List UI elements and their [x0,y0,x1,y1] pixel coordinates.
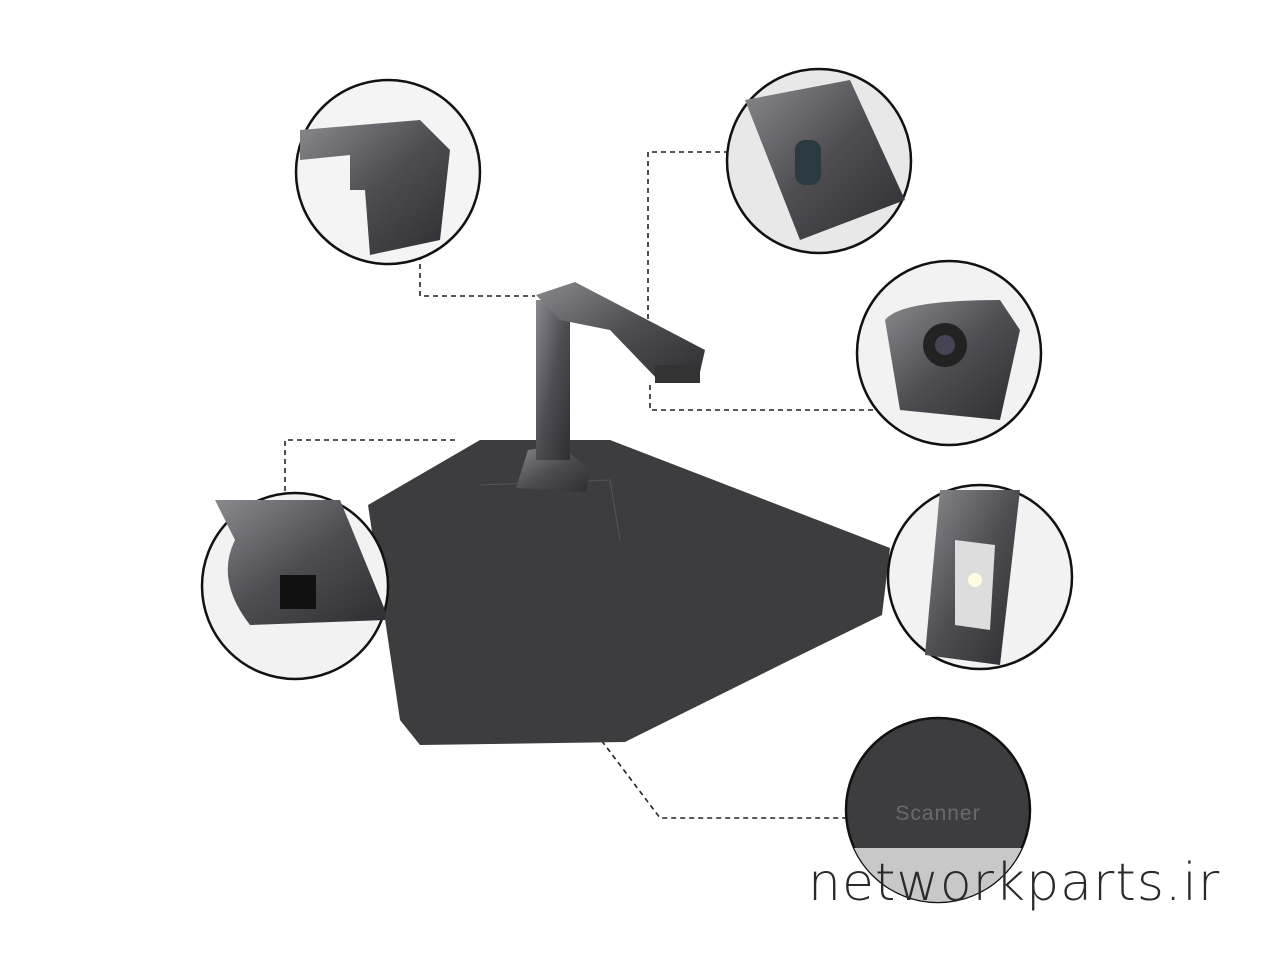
watermark: networkparts.ir [808,853,1220,913]
callout-camera-lens [855,259,1043,447]
scanner-stand [516,282,705,492]
callout-led-light [886,483,1074,671]
scanner-mat [368,440,890,745]
mat-label-text: Scanner [895,802,980,825]
callout-arm-hinge [294,78,482,266]
callout-arm-button [725,67,913,255]
callout-usb-port [200,491,390,681]
